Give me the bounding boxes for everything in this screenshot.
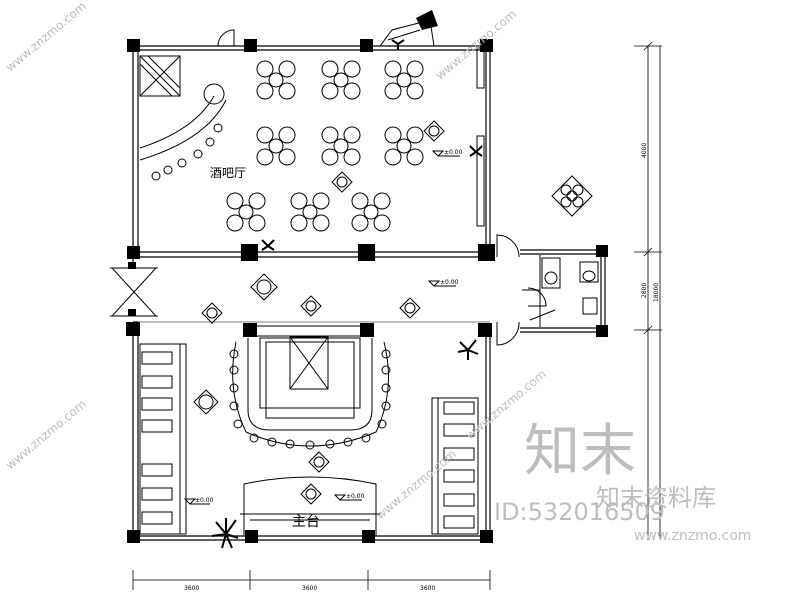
table-cluster bbox=[384, 60, 424, 100]
table-cluster bbox=[321, 60, 361, 100]
watermark-url: www.znzmo.com bbox=[634, 528, 751, 544]
plants bbox=[211, 39, 483, 549]
dimension-right-total: 18000 bbox=[653, 283, 660, 302]
level-mark: ±0.00 bbox=[183, 497, 214, 505]
table-cluster bbox=[321, 126, 361, 166]
table-cluster bbox=[290, 192, 330, 232]
stage-platform bbox=[229, 325, 391, 450]
level-mark: ±0.00 bbox=[427, 279, 459, 287]
room-label-main-stage: 主台 bbox=[292, 514, 320, 530]
dimension-bottom-2: 3600 bbox=[302, 585, 317, 592]
watermark-diagonal-2: www.znzmo.com bbox=[433, 7, 519, 82]
watermark-diagonal-5: www.znzmo.com bbox=[373, 447, 459, 522]
dimension-bottom-1: 3600 bbox=[184, 585, 199, 592]
level-mark-text: ±0.00 bbox=[195, 497, 214, 504]
dimension-right-1: 4000 bbox=[641, 143, 648, 158]
watermark-id: ID:532016509 bbox=[494, 498, 665, 526]
watermark-tagline: 知末资料库 bbox=[596, 484, 716, 512]
bar-tables bbox=[226, 60, 593, 232]
section-markers bbox=[193, 120, 445, 505]
table-cluster bbox=[256, 126, 296, 166]
main-stage bbox=[240, 476, 380, 536]
dimension-bottom-3: 3600 bbox=[420, 585, 435, 592]
table-cluster bbox=[256, 60, 296, 100]
level-mark: ±0.00 bbox=[333, 493, 365, 501]
table-cluster bbox=[384, 126, 424, 166]
booth-sofas bbox=[139, 343, 479, 535]
watermark-diagonal-1: www.znzmo.com bbox=[3, 0, 89, 74]
room-label-bar-hall: 酒吧厅 bbox=[210, 166, 246, 180]
dimension-lines: 4000 2800 18000 3600 3600 3600 bbox=[132, 41, 662, 592]
bar-counter bbox=[139, 55, 227, 181]
table-cluster bbox=[226, 192, 266, 232]
doors bbox=[110, 29, 547, 346]
level-mark: ±0.00 bbox=[431, 149, 463, 157]
dimension-right-2: 2800 bbox=[641, 283, 648, 298]
watermark-diagonal-3: www.znzmo.com bbox=[3, 397, 89, 472]
stair-entry bbox=[379, 10, 438, 47]
level-marks: ±0.00 ±0.00 ±0.00 ±0.00 bbox=[183, 149, 463, 505]
level-mark-text: ±0.00 bbox=[440, 279, 459, 286]
table-cluster bbox=[351, 192, 391, 232]
walls bbox=[132, 45, 606, 541]
level-mark-text: ±0.00 bbox=[346, 493, 365, 500]
table-cluster-outside bbox=[551, 175, 593, 217]
level-mark-text: ±0.00 bbox=[444, 149, 463, 156]
watermark-brand: 知末 bbox=[524, 419, 636, 484]
